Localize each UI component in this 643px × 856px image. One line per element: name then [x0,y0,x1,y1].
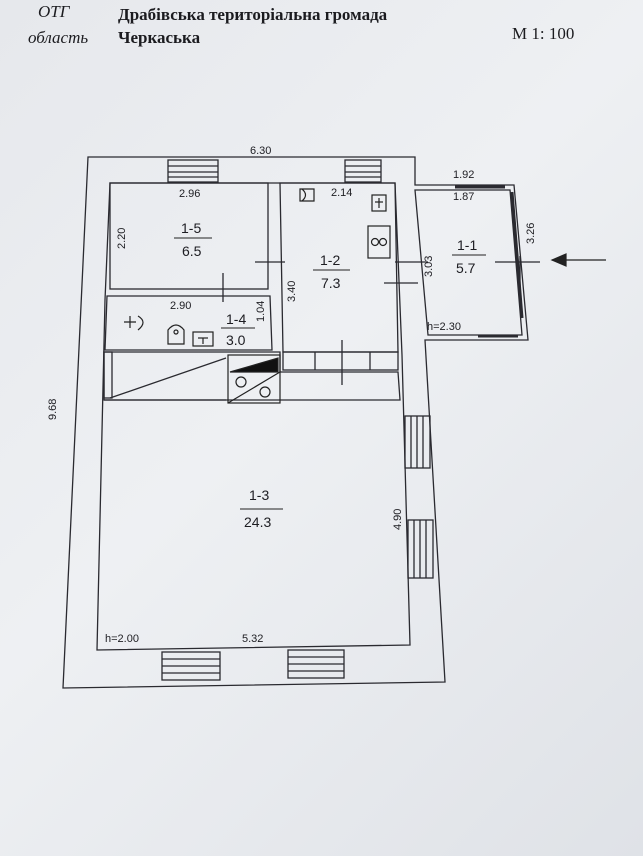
room-1-3-id: 1-3 [249,487,269,503]
room-1-5-id: 1-5 [181,220,201,236]
entrance-arrow-icon [550,253,606,267]
window-top-mid [344,159,382,183]
heater-icon [299,188,315,202]
window-left-corridor [103,351,113,399]
dim-r12-height: 3.40 [286,281,298,302]
window-top-left [167,159,219,183]
region-value: Черкаська [118,28,201,47]
toilet-icon [167,324,185,345]
region-label: область [28,28,89,47]
dim-r13-width: 5.32 [242,633,263,645]
dim-overall-height: 9.68 [47,399,59,420]
dim-r11-height-left: 3.03 [423,256,435,277]
corridor-outline [103,351,401,401]
room-1-5-area: 6.5 [182,243,202,259]
dim-r15-height: 2.20 [116,228,128,249]
room-1-4-area: 3.0 [226,332,246,348]
room-1-2-id: 1-2 [320,252,340,268]
stove-icon [367,194,391,259]
ceiling-height-r11: h=2.30 [427,321,461,333]
otg-value: Драбівська територіальна громада [118,5,388,24]
otg-label: ОТГ [38,2,70,21]
window-bottom-left [161,651,221,681]
room-1-3-area: 24.3 [244,514,271,530]
dim-r14-height: 1.04 [255,301,267,322]
window-right-2 [407,519,434,579]
sink-icon [124,315,144,331]
dim-r11-width-inner: 1.87 [453,191,474,203]
dim-r11-height-right: 3.26 [525,223,537,244]
inner-wall [96,182,411,651]
window-right-1 [404,415,431,469]
dim-r14-width: 2.90 [170,300,191,312]
window-bottom-right [287,649,345,679]
room-1-1-id: 1-1 [457,237,477,253]
dim-r13-height: 4.90 [392,509,404,530]
ceiling-height-r13: h=2.00 [105,633,139,645]
furnace-icon [227,354,281,404]
room-1-1-area: 5.7 [456,260,476,276]
room-1-4-id: 1-4 [226,311,246,327]
room-1-2-area: 7.3 [321,275,341,291]
scale-label: М 1: 100 [512,24,575,43]
dim-r12-width: 2.14 [331,187,352,199]
outer-wall [62,156,529,689]
dim-r15-width: 2.96 [179,188,200,200]
bathtub-icon [192,331,214,347]
dim-overall-width: 6.30 [250,145,271,157]
room-1-1-outline [414,189,523,336]
room-1-5-outline [109,182,269,290]
room-1-4-outline [104,295,273,351]
dim-r11-width-outer: 1.92 [453,169,474,181]
